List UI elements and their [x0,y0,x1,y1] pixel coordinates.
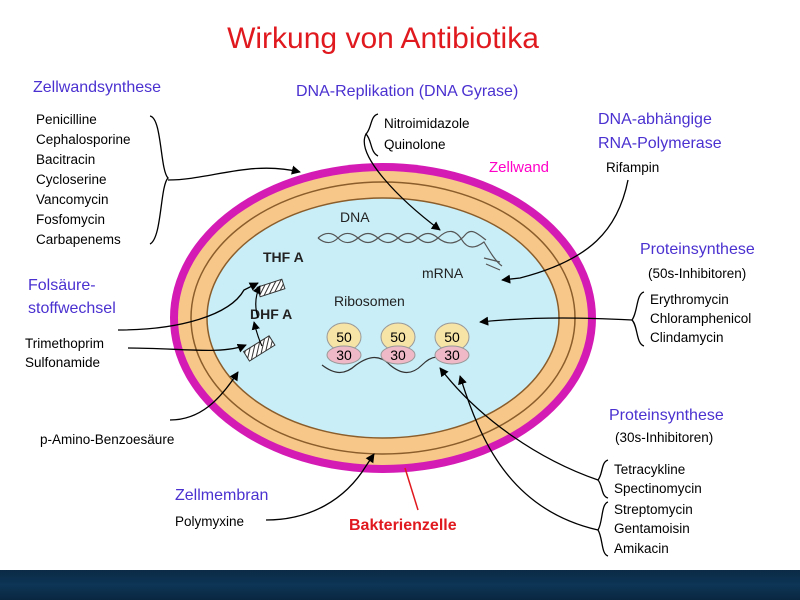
rna-polymerase-heading-line-2: RNA-Polymerase [598,135,722,152]
dna-replication-arrow [363,133,441,231]
drug-item: Trimethoprim [25,336,104,351]
trimethoprim-arrow [117,282,259,331]
drug-item: Amikacin [614,541,669,556]
protein-50s-brace [631,291,645,347]
drug-item: Streptomycin [614,502,693,517]
drug-item: Vancomycin [36,192,109,207]
dna-replication-brace [365,113,379,157]
cell-wall-label: Zellwand [489,159,549,176]
rna-polymerase-heading-line-1: DNA-abhängige [598,111,712,128]
cell-wall-synthesis-heading: Zellwandsynthese [33,79,161,96]
ribosome-50s-label: 50 [390,329,406,345]
bacterial-cell-pointer [404,467,419,511]
mrna-label: mRNA [422,265,464,281]
drug-item: Penicilline [36,112,97,127]
antibiotics-diagram: Wirkung von Antibiotika DNA mRNA Ribosom… [25,22,755,557]
sulfonamide-arrow [127,343,247,353]
drug-item: Chloramphenicol [650,311,751,326]
paba-dhf-arrow [251,321,263,347]
ribosome-50s-label: 50 [336,329,352,345]
ribosome-1: 50 30 [326,322,362,365]
page-title: Wirkung von Antibiotika [227,22,539,55]
paba-label: p-Amino-Benzoesäure [40,432,174,447]
drug-item: Rifampin [606,160,659,175]
folate-heading-line-2: stoffwechsel [28,300,116,317]
cell-wall-brace [149,115,169,245]
drug-item: Bacitracin [36,152,95,167]
protein-30s-brace-b [597,501,609,557]
ribosome-30s-label: 30 [336,347,352,363]
drug-item: Nitroimidazole [384,116,470,131]
protein-30s-arrow-a [439,367,599,481]
protein-30s-heading: Proteinsynthese [609,407,724,424]
footer-bar [0,570,800,600]
bacterial-cell-label: Bakterienzelle [349,517,457,534]
dna-label: DNA [340,209,370,225]
drug-item: Cephalosporine [36,132,131,147]
ribosome-30s-label: 30 [444,347,460,363]
drug-item: Carbapenems [36,232,121,247]
mrna-strand [321,356,451,374]
protein-50s-subheading: (50s-Inhibitoren) [648,266,746,281]
thf-label: THF A [263,249,304,265]
ribosome-3: 50 30 [434,322,470,365]
enzyme-block-dhf [242,335,276,362]
drug-item: Erythromycin [650,292,729,307]
cell-membrane-arrow [265,453,375,521]
protein-50s-arrow [479,316,633,326]
ribosome-30s-label: 30 [390,347,406,363]
protein-30s-subheading: (30s-Inhibitoren) [615,430,713,445]
folate-heading-line-1: Folsäure- [28,277,96,294]
protein-50s-heading: Proteinsynthese [640,241,755,258]
paba-arrow [169,371,239,421]
drug-item: Clindamycin [650,330,724,345]
drug-item: Cycloserine [36,172,107,187]
cell-wall-synthesis-drug-list: Penicilline Cephalosporine Bacitracin Cy… [36,112,131,247]
drug-item: Spectinomycin [614,481,702,496]
rna-polymerase-arrow [501,179,629,284]
dhf-thf-arrow [252,285,261,319]
protein-30s-arrow-b [458,375,599,531]
dna-replication-heading: DNA-Replikation (DNA Gyrase) [296,83,518,100]
drug-item: Tetracykline [614,462,685,477]
dna-strand [317,230,503,271]
ribosome-2: 50 30 [380,322,416,365]
drug-item: Gentamoisin [614,521,690,536]
cell-wall-arrow [167,165,301,181]
drug-item: Quinolone [384,137,446,152]
drug-item: Sulfonamide [25,355,100,370]
protein-30s-brace-a [597,459,609,499]
ribosomes-label: Ribosomen [334,293,405,309]
ribosome-50s-label: 50 [444,329,460,345]
dhf-label: DHF A [250,306,292,322]
drug-item: Polymyxine [175,514,244,529]
drug-item: Fosfomycin [36,212,105,227]
cell-membrane-heading: Zellmembran [175,487,268,504]
